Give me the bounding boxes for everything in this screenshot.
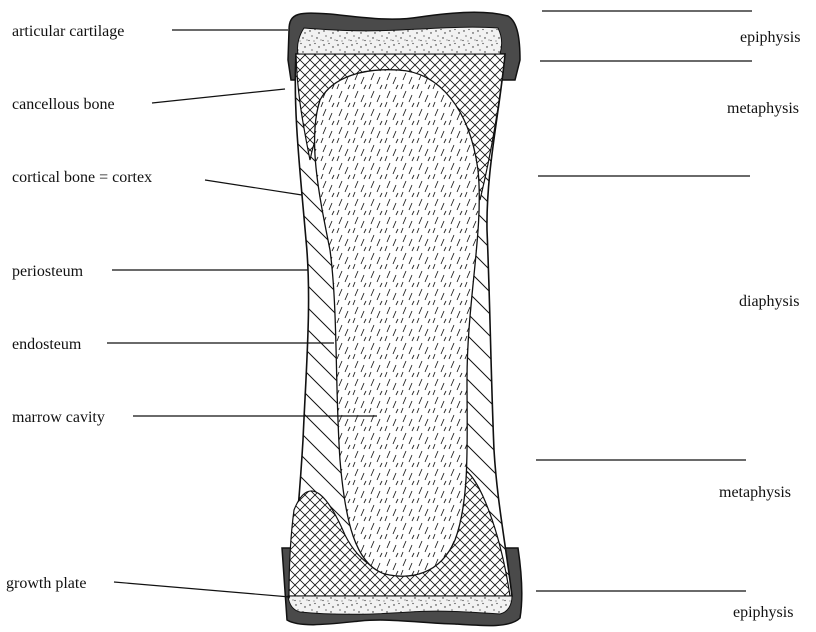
region-diaphysis: diaphysis: [739, 293, 799, 310]
label-marrow-cavity: marrow cavity: [12, 409, 105, 426]
region-metaphysis-top: metaphysis: [727, 100, 799, 117]
label-endosteum: endosteum: [12, 336, 82, 353]
epiphysis-bottom: [288, 596, 512, 614]
epiphysis-top: [297, 27, 501, 54]
label-growth-plate: growth plate: [6, 575, 86, 592]
label-cancellous-bone: cancellous bone: [12, 96, 115, 113]
region-epiphysis-top: epiphysis: [740, 29, 800, 46]
label-periosteum: periosteum: [12, 263, 84, 280]
label-articular-cartilage: articular cartilage: [12, 23, 124, 40]
region-epiphysis-bottom: epiphysis: [733, 604, 793, 621]
leader-cortical-bone: [205, 180, 302, 195]
region-metaphysis-bottom: metaphysis: [719, 484, 791, 501]
label-cortical-bone: cortical bone = cortex: [12, 169, 152, 186]
leader-growth-plate: [114, 582, 290, 597]
leader-cancellous-bone: [152, 89, 285, 103]
